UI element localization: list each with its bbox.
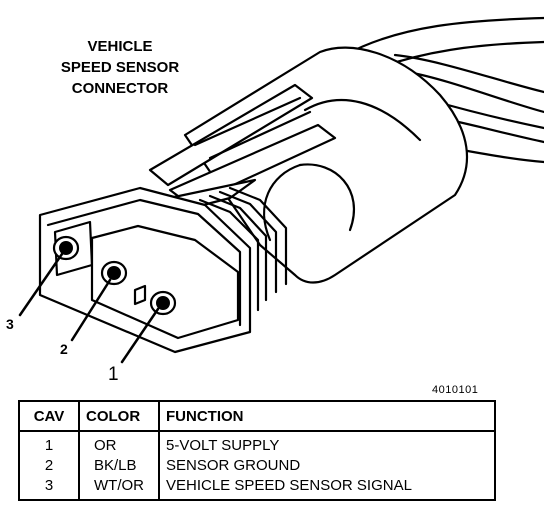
cavity-table: CAV COLOR FUNCTION 1 OR 5-VOLT SUPPLY 2 … xyxy=(18,400,496,501)
leader-line-1 xyxy=(120,307,160,364)
table-row: 3 WT/OR VEHICLE SPEED SENSOR SIGNAL xyxy=(18,476,496,501)
cell-color: WT/OR xyxy=(78,476,160,501)
title-line-1: VEHICLE xyxy=(87,38,153,55)
table-header-row: CAV COLOR FUNCTION xyxy=(18,400,496,432)
cell-function: 5-VOLT SUPPLY xyxy=(158,431,496,456)
leader-line-2 xyxy=(70,278,112,342)
header-color: COLOR xyxy=(78,400,160,432)
table-row: 1 OR 5-VOLT SUPPLY xyxy=(18,431,496,456)
cell-function: VEHICLE SPEED SENSOR SIGNAL xyxy=(158,476,496,501)
title-line-3: CONNECTOR xyxy=(71,80,169,97)
header-cav: CAV xyxy=(18,400,80,432)
callout-cavity-1: 1 xyxy=(108,364,119,385)
cavity-2-terminal xyxy=(100,260,128,286)
cavity-3-terminal xyxy=(52,235,80,261)
cavity-1-terminal xyxy=(149,290,177,316)
title-line-2: SPEED SENSOR xyxy=(60,59,180,76)
diagram-title: VEHICLE SPEED SENSOR CONNECTOR xyxy=(30,36,210,99)
cell-color: OR xyxy=(78,431,160,456)
cell-function: SENSOR GROUND xyxy=(158,456,496,476)
table-row: 2 BK/LB SENSOR GROUND xyxy=(18,456,496,476)
cell-cav: 1 xyxy=(18,431,80,456)
seal-ribs xyxy=(198,186,288,312)
callout-cavity-2: 2 xyxy=(60,341,68,357)
cell-cav: 2 xyxy=(18,456,80,476)
callout-cavity-3: 3 xyxy=(6,316,14,332)
header-function: FUNCTION xyxy=(158,400,496,432)
figure-id: 4010101 xyxy=(432,384,479,396)
cell-cav: 3 xyxy=(18,476,80,501)
connector-illustration xyxy=(18,16,544,364)
cell-color: BK/LB xyxy=(78,456,160,476)
leader-line-3 xyxy=(18,252,64,317)
